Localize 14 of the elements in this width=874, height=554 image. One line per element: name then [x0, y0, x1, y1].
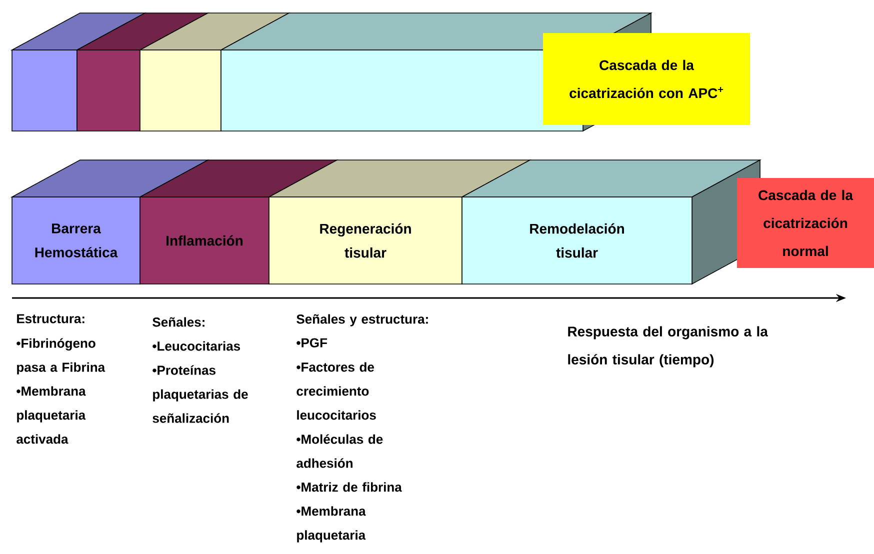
list-text: •Factores de crecimiento leucocitarios [296, 362, 376, 420]
list-text: •Matriz de fibrina [296, 482, 402, 492]
list-text: Señales y estructura: [296, 314, 428, 326]
list-text: •Moléculas de adhesión [296, 434, 383, 468]
list-text: Señales: [152, 317, 204, 327]
list-text: •PGF [296, 338, 327, 348]
axis-caption: Respuesta del organismo a la lesión tisular (tiempo) [568, 326, 768, 368]
cascade-tag: Cascada de la cicatrización con APC$^{+}$ [543, 33, 750, 125]
list-text: Estructura: [17, 314, 84, 324]
list-text: •Proteínas plaquetarias de señalización [152, 365, 248, 423]
list-text: •Membrana plaquetaria [296, 506, 366, 542]
list-text: •Fibrinógeno pasa a Fibrina [16, 338, 106, 374]
list-text: •Membrana plaquetaria activada [16, 386, 86, 444]
list-text: •Leucocitarias [152, 341, 240, 351]
